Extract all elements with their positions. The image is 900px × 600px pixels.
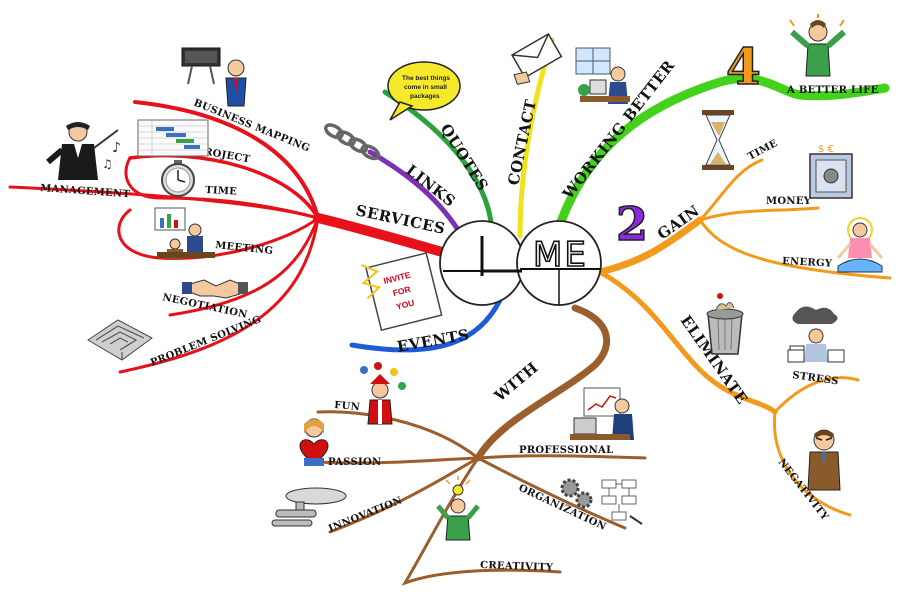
label-contact: CONTACT xyxy=(504,97,540,186)
label-quotes: QUOTES xyxy=(437,121,492,195)
label-time-services: TIME xyxy=(205,185,238,198)
professional-at-desk-icon xyxy=(570,387,634,440)
svg-text:♪: ♪ xyxy=(112,140,121,156)
central-node: L ME xyxy=(439,220,602,306)
gain-time-line xyxy=(698,158,764,222)
with-fun-line xyxy=(316,410,480,460)
gain-line xyxy=(596,216,704,276)
label-links: LINKS xyxy=(403,161,460,211)
time-line xyxy=(124,156,320,220)
with-innovation-line xyxy=(328,456,480,534)
invitation-card-icon: INVITE FOR YOU xyxy=(360,252,443,332)
label-passion: PASSION xyxy=(328,457,381,468)
label-events: EVENTS xyxy=(396,325,471,355)
computer-worker-icon xyxy=(575,47,630,104)
juggling-jester-icon xyxy=(360,362,406,425)
gears-flowchart-icon xyxy=(560,478,643,525)
label-gain-energy: ENERGY xyxy=(782,256,833,270)
label-with: WITH xyxy=(490,358,542,405)
handshake-icon xyxy=(182,279,248,299)
with-organization-line xyxy=(476,456,627,530)
hourglass-icon xyxy=(702,110,734,170)
gain-energy-line xyxy=(698,218,892,280)
negotiation-line xyxy=(168,216,320,317)
starship-icon xyxy=(271,487,347,527)
angry-man-icon xyxy=(807,429,841,491)
trash-can-icon xyxy=(706,293,744,355)
conductor-icon: ♪ ♫ xyxy=(46,122,121,180)
bubble-line-2: come in small xyxy=(404,84,447,91)
svg-text:♫: ♫ xyxy=(102,157,113,171)
number-four: 4 xyxy=(726,37,761,96)
quotes-line xyxy=(382,89,495,235)
label-stress: STRESS xyxy=(792,370,840,387)
cheering-man-icon xyxy=(789,14,846,77)
with-professional-line xyxy=(476,454,647,460)
meeting-room-icon xyxy=(154,207,215,259)
idea-man-icon xyxy=(436,476,480,541)
stopwatch-icon xyxy=(161,160,195,197)
services-main-line xyxy=(313,213,447,257)
working-better-line xyxy=(551,73,890,241)
bubble-line-1: The best things xyxy=(402,75,450,82)
bubble-line-3: packages xyxy=(410,93,440,100)
label-professional: PROFESSIONAL xyxy=(519,445,613,456)
number-two: 2 xyxy=(616,197,648,251)
eliminate-stress-line xyxy=(773,376,860,414)
label-problem-solving: PROBLEM SOLVING xyxy=(149,314,263,369)
chain-links-icon xyxy=(323,123,381,161)
number-two-icon: 2 xyxy=(615,196,649,252)
label-better-life: A BETTER LIFE xyxy=(786,85,879,96)
label-gain-money: MONEY xyxy=(766,196,812,207)
card-line-2: FOR xyxy=(392,284,412,298)
speech-bubble-icon: The best things come in small packages xyxy=(387,61,461,121)
gain-money-line xyxy=(698,206,820,222)
label-management: MANAGEMENT xyxy=(40,183,131,200)
with-creativity-line xyxy=(401,456,562,586)
label-fun: FUN xyxy=(334,400,361,413)
label-business-mapping: BUSINESS MAPPING xyxy=(192,98,312,155)
business-mapping-line xyxy=(133,100,320,220)
maze-icon xyxy=(87,319,153,361)
gantt-chart-icon xyxy=(137,119,209,157)
card-line-3: YOU xyxy=(395,298,415,312)
label-creativity: CREATIVITY xyxy=(480,560,554,574)
problem-solving-line xyxy=(118,216,320,374)
eliminate-negativity-line xyxy=(772,410,852,517)
eliminate-line xyxy=(597,269,778,415)
svg-text:$ €: $ € xyxy=(818,144,834,155)
with-main-line xyxy=(474,304,611,462)
stressed-worker-icon xyxy=(787,306,845,363)
meditating-woman-icon xyxy=(836,217,884,273)
events-line xyxy=(349,297,503,353)
links-line xyxy=(367,149,465,239)
number-four-icon: 4 xyxy=(725,36,761,97)
central-text-me: ME xyxy=(533,235,588,275)
meeting-line xyxy=(117,208,320,260)
with-passion-line xyxy=(314,456,480,465)
money-safe-icon: $ € xyxy=(809,144,853,199)
presenter-icon xyxy=(181,47,247,107)
heart-hugging-girl-icon xyxy=(299,418,329,466)
envelope-icon xyxy=(510,32,563,85)
